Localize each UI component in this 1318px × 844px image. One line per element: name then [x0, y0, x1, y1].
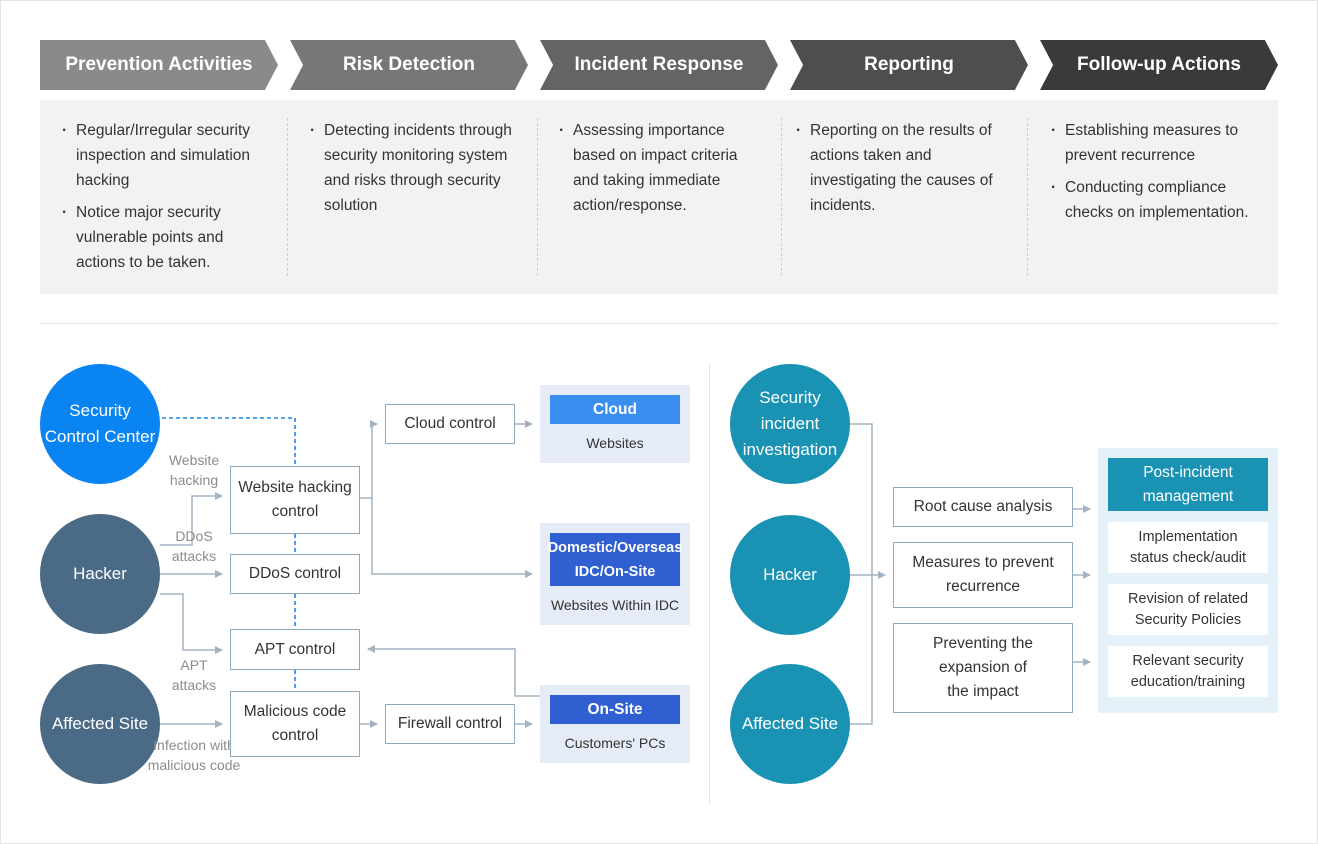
- ddos-attacks-label: DDoS attacks: [171, 528, 217, 564]
- right-hacker-node: Hacker: [730, 515, 850, 635]
- step-prevention-activities: Prevention Activities: [40, 40, 278, 90]
- detail-bullet: Establishing measures to prevent recurre…: [1051, 118, 1266, 168]
- affected-site-node: Affected Site: [40, 664, 160, 784]
- infection-label: Infection with malicious code: [147, 737, 241, 773]
- step-follow-up-actions: Follow-up Actions: [1040, 40, 1278, 90]
- details-incident-response: Assessing importance based on impact cri…: [559, 118, 749, 225]
- target-onsite-sub: Customers' PCs: [564, 735, 666, 751]
- section-divider: [40, 323, 1278, 324]
- ddos-control-box: DDoS control: [230, 554, 360, 594]
- details-reporting: Reporting on the results of actions take…: [796, 118, 1008, 225]
- detail-bullet: Regular/Irregular security inspection an…: [62, 118, 272, 193]
- details-prevention: Regular/Irregular security inspection an…: [62, 118, 272, 282]
- diagram-divider: [709, 364, 710, 804]
- target-cloud: Cloud Websites: [540, 385, 690, 463]
- post-item-education: Relevant security education/training: [1108, 646, 1268, 697]
- detail-bullet: Detecting incidents through security mon…: [310, 118, 525, 218]
- step-incident-response: Incident Response: [540, 40, 778, 90]
- security-incident-investigation-node: Security incident investigation: [730, 364, 850, 484]
- target-onsite-head: On-Site: [550, 695, 680, 724]
- step-risk-detection: Risk Detection: [290, 40, 528, 90]
- column-divider: [537, 118, 538, 276]
- hacker-node: Hacker: [40, 514, 160, 634]
- target-onsite: On-Site Customers' PCs: [540, 685, 690, 763]
- preventing-expansion-box: Preventing the expansion of the impact: [893, 623, 1073, 713]
- column-divider: [781, 118, 782, 276]
- step-reporting: Reporting: [790, 40, 1028, 90]
- malicious-code-control-box: Malicious code control: [230, 691, 360, 757]
- details-follow-up: Establishing measures to prevent recurre…: [1051, 118, 1266, 232]
- right-affected-site-node: Affected Site: [730, 664, 850, 784]
- detail-bullet: Reporting on the results of actions take…: [796, 118, 1008, 218]
- detail-bullet: Assessing importance based on impact cri…: [559, 118, 749, 218]
- post-item-policies: Revision of related Security Policies: [1108, 584, 1268, 635]
- detail-bullet: Notice major security vulnerable points …: [62, 200, 272, 275]
- target-cloud-head: Cloud: [550, 395, 680, 424]
- measures-prevent-recurrence-box: Measures to prevent recurrence: [893, 542, 1073, 608]
- target-idc-head: Domestic/Overseas IDC/On-Site: [548, 533, 682, 586]
- root-cause-analysis-box: Root cause analysis: [893, 487, 1073, 527]
- target-idc-sub: Websites Within IDC: [550, 597, 680, 613]
- apt-attacks-label: APT attacks: [171, 657, 217, 693]
- firewall-control-box: Firewall control: [385, 704, 515, 744]
- cloud-control-box: Cloud control: [385, 404, 515, 444]
- details-risk-detection: Detecting incidents through security mon…: [310, 118, 525, 225]
- apt-control-box: APT control: [230, 629, 360, 670]
- website-hacking-label: Website hacking: [168, 452, 220, 488]
- security-control-center-node: Security Control Center: [40, 364, 160, 484]
- post-item-audit: Implementation status check/audit: [1108, 522, 1268, 573]
- website-hacking-control-box: Website hacking control: [230, 466, 360, 534]
- target-cloud-sub: Websites: [586, 435, 644, 451]
- target-idc: Domestic/Overseas IDC/On-Site Websites W…: [540, 523, 690, 625]
- column-divider: [1027, 118, 1028, 276]
- detail-bullet: Conducting compliance checks on implemen…: [1051, 175, 1266, 225]
- post-incident-head: Post-incident management: [1108, 458, 1268, 511]
- post-incident-panel: Post-incident management Implementation …: [1098, 448, 1278, 713]
- column-divider: [287, 118, 288, 276]
